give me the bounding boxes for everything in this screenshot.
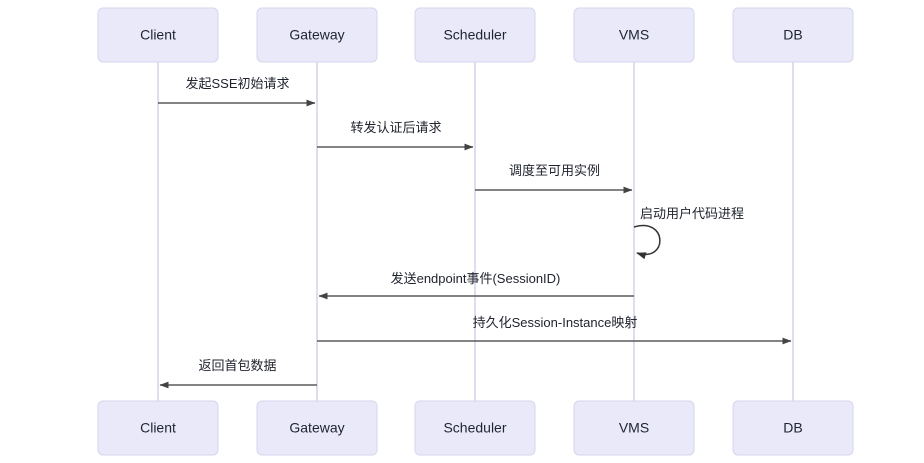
lifelines-layer — [157, 62, 794, 401]
message-label-6: 持久化Session-Instance映射 — [473, 315, 638, 330]
participant-box-rect — [414, 400, 536, 456]
message-2[interactable]: 转发认证后请求 — [317, 120, 474, 151]
message-5[interactable]: 发送endpoint事件(SessionID) — [318, 271, 634, 300]
participant-label-gateway: Gateway — [289, 420, 344, 436]
participant-vms-top[interactable]: VMS — [573, 7, 695, 63]
participant-gateway-bottom[interactable]: Gateway — [256, 400, 378, 456]
message-3[interactable]: 调度至可用实例 — [475, 163, 633, 194]
participant-box-rect — [97, 400, 219, 456]
participant-boxes-bottom: Client Gateway Scheduler VMS DB — [97, 400, 854, 456]
participant-vms-bottom[interactable]: VMS — [573, 400, 695, 456]
participant-box-rect — [573, 7, 695, 63]
message-1[interactable]: 发起SSE初始请求 — [158, 76, 316, 107]
participant-scheduler-top[interactable]: Scheduler — [414, 7, 536, 63]
message-label-1: 发起SSE初始请求 — [185, 76, 289, 91]
message-label-3: 调度至可用实例 — [509, 163, 600, 178]
participant-client-top[interactable]: Client — [97, 7, 219, 63]
message-7[interactable]: 返回首包数据 — [159, 358, 317, 389]
participant-label-client: Client — [140, 420, 176, 436]
participant-box-rect — [732, 400, 854, 456]
participant-label-db: DB — [783, 420, 802, 436]
participant-label-gateway: Gateway — [289, 27, 344, 43]
participant-label-vms: VMS — [619, 27, 649, 43]
participant-box-rect — [732, 7, 854, 63]
messages-layer: 发起SSE初始请求转发认证后请求调度至可用实例启动用户代码进程发送endpoin… — [158, 76, 792, 389]
participant-box-rect — [256, 400, 378, 456]
participant-label-client: Client — [140, 27, 176, 43]
participant-gateway-top[interactable]: Gateway — [256, 7, 378, 63]
message-label-5: 发送endpoint事件(SessionID) — [391, 271, 561, 286]
participant-box-rect — [256, 7, 378, 63]
participant-label-vms: VMS — [619, 420, 649, 436]
participant-scheduler-bottom[interactable]: Scheduler — [414, 400, 536, 456]
participant-client-bottom[interactable]: Client — [97, 400, 219, 456]
message-label-2: 转发认证后请求 — [350, 120, 441, 135]
message-self-loop-arrow — [633, 224, 661, 260]
message-6[interactable]: 持久化Session-Instance映射 — [317, 315, 792, 345]
participant-box-rect — [97, 7, 219, 63]
participant-db-bottom[interactable]: DB — [732, 400, 854, 456]
participant-label-scheduler: Scheduler — [443, 420, 506, 436]
participant-label-db: DB — [783, 27, 802, 43]
participant-label-scheduler: Scheduler — [443, 27, 506, 43]
participant-db-top[interactable]: DB — [732, 7, 854, 63]
participant-box-rect — [573, 400, 695, 456]
message-label-4: 启动用户代码进程 — [640, 206, 744, 221]
participant-boxes-top: Client Gateway Scheduler VMS DB — [97, 7, 854, 63]
participant-box-rect — [414, 7, 536, 63]
message-4[interactable]: 启动用户代码进程 — [633, 206, 744, 260]
message-label-7: 返回首包数据 — [198, 358, 276, 373]
